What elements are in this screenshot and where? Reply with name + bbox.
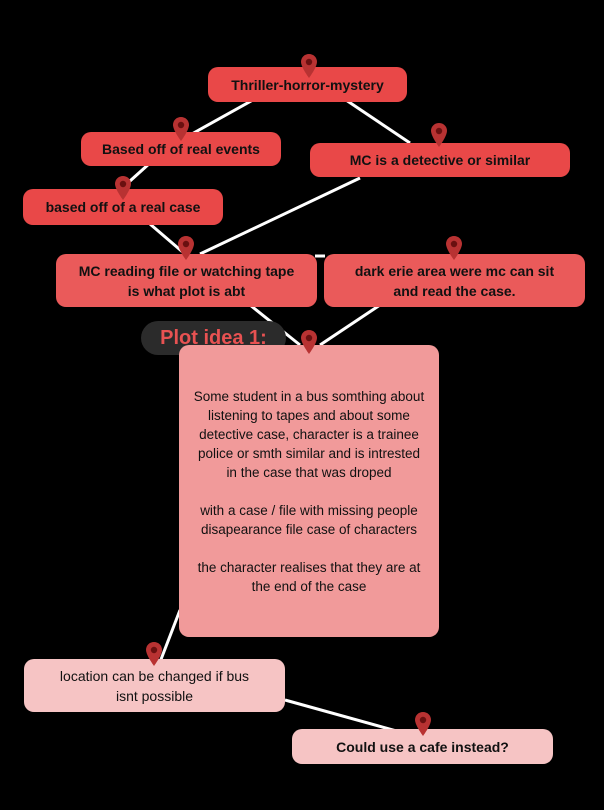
map-pin-icon — [146, 642, 162, 666]
map-pin-icon — [178, 236, 194, 260]
map-pin-icon — [415, 712, 431, 736]
map-pin-icon — [173, 117, 189, 141]
node-erie-area: dark erie area were mc can sit and read … — [324, 254, 585, 307]
node-reading-file: MC reading file or watching tape is what… — [56, 254, 317, 307]
map-pin-icon — [301, 330, 317, 354]
map-pin-icon — [431, 123, 447, 147]
node-real-events-label: Based off of real events — [102, 141, 260, 157]
map-pin-icon — [446, 236, 462, 260]
node-plot-idea-text: Some student in a bus somthing about lis… — [193, 388, 425, 594]
node-detective-label: MC is a detective or similar — [349, 152, 531, 168]
node-reading-file-label: MC reading file or watching tape is what… — [78, 262, 295, 299]
node-location: location can be changed if bus isnt poss… — [24, 659, 285, 712]
map-pin-icon — [115, 176, 131, 200]
node-erie-area-label: dark erie area were mc can sit and read … — [354, 262, 555, 299]
node-plot-idea: Some student in a bus somthing about lis… — [179, 345, 439, 637]
node-real-case-label: based off of a real case — [45, 199, 201, 215]
node-location-label: location can be changed if bus isnt poss… — [59, 667, 250, 704]
node-detective: MC is a detective or similar — [310, 143, 570, 177]
map-pin-icon — [301, 54, 317, 78]
node-cafe: Could use a cafe instead? — [292, 729, 553, 764]
node-cafe-label: Could use a cafe instead? — [336, 738, 509, 755]
node-thriller-label: Thriller-horror-mystery — [231, 76, 384, 93]
